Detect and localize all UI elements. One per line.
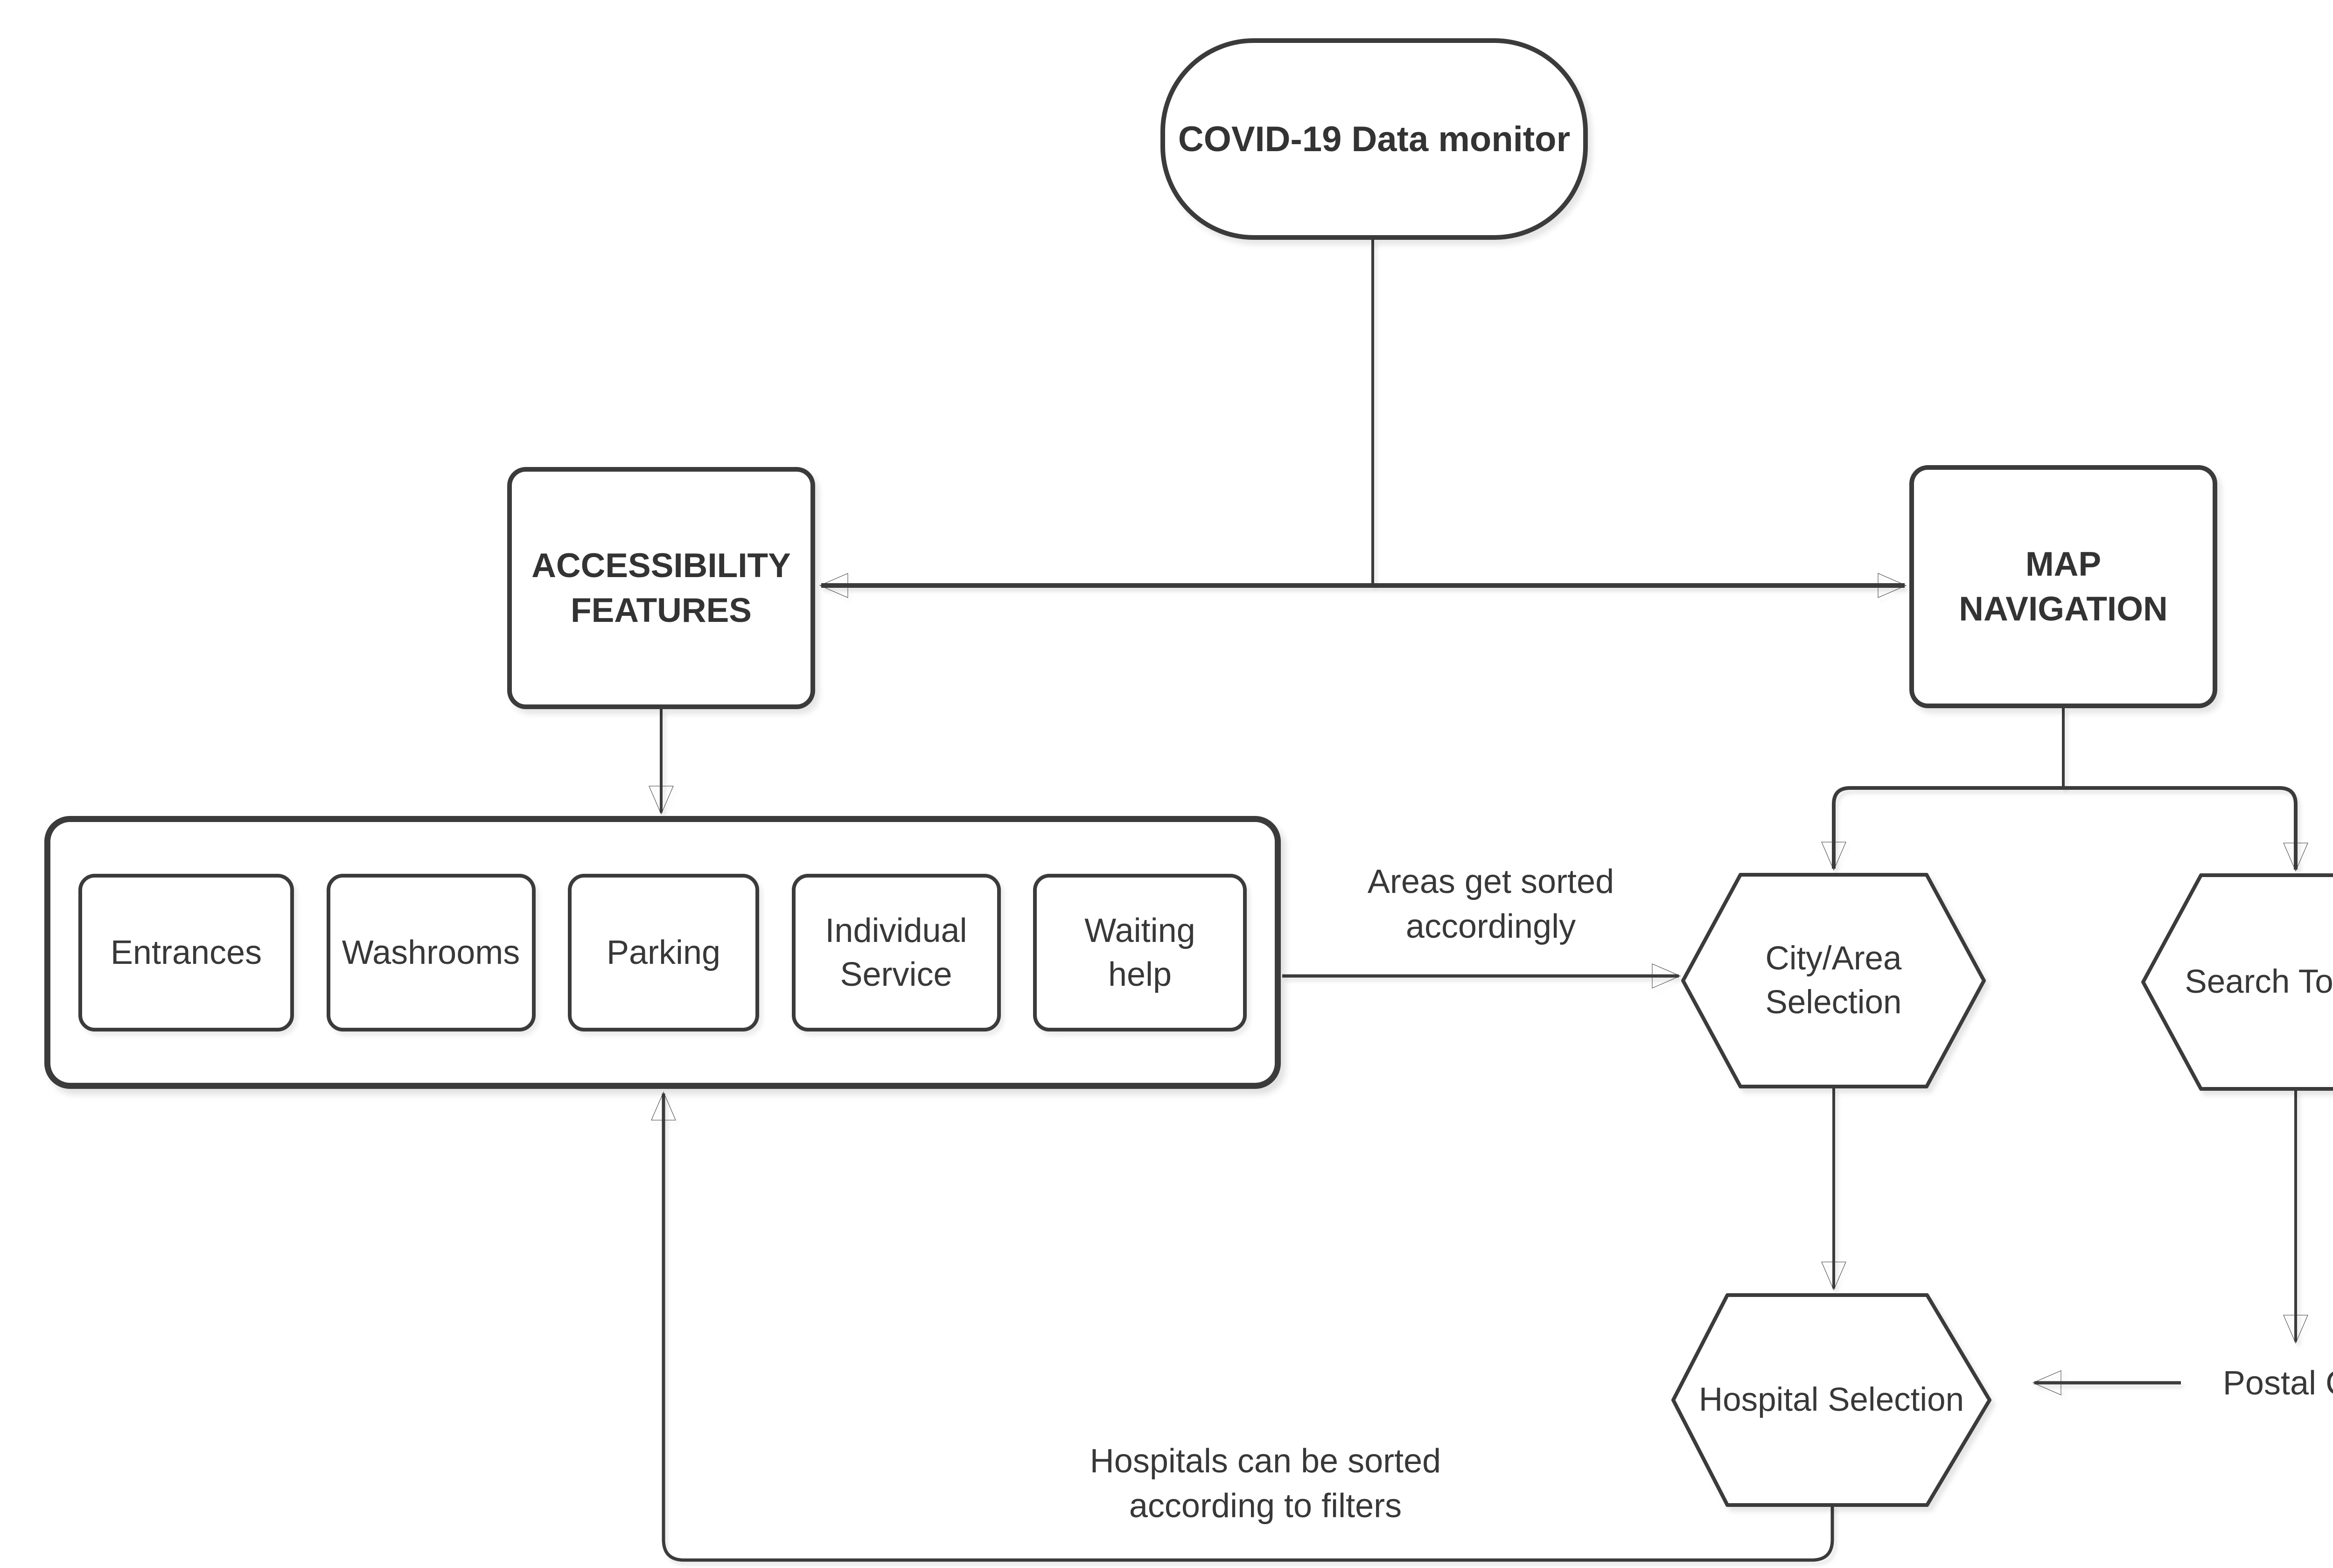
feature-box-washrooms-label: Washrooms bbox=[342, 934, 520, 971]
edge-mapnav-cityarea bbox=[1821, 786, 2063, 871]
features-container: Entrances Washrooms Parking Individual S… bbox=[44, 816, 1281, 1089]
edge-hospital-features-loop bbox=[651, 1091, 1834, 1562]
node-city-area-selection: City/Area Selection bbox=[1683, 873, 1984, 1088]
node-accessibility-features-label: ACCESSIBILITY FEATURES bbox=[531, 546, 791, 629]
feature-box-parking: Parking bbox=[568, 873, 759, 1031]
feature-box-individual-service: Individual Service bbox=[791, 873, 1001, 1031]
node-covid-data-monitor: COVID-19 Data monitor bbox=[1160, 38, 1588, 240]
node-accessibility-features: ACCESSIBILITY FEATURES bbox=[507, 467, 815, 709]
hexagon-hospital-selection-shape bbox=[1671, 1293, 1991, 1507]
node-city-area-selection-label: City/Area Selection bbox=[1765, 940, 1902, 1021]
feature-box-waiting-help-label: Waiting help bbox=[1084, 912, 1195, 993]
node-hospital-selection: Hospital Selection bbox=[1673, 1293, 1990, 1507]
node-postal-code: Postal Code bbox=[2193, 1352, 2333, 1414]
node-map-navigation-label: MAP NAVIGATION bbox=[1959, 545, 2168, 628]
node-postal-code-label: Postal Code bbox=[2222, 1365, 2333, 1402]
edge-mapnav-searchtoolbar bbox=[2063, 786, 2308, 872]
node-map-navigation: MAP NAVIGATION bbox=[1909, 465, 2217, 708]
feature-box-waiting-help: Waiting help bbox=[1033, 873, 1247, 1031]
edge-label-areas-sorted: Areas get sorted accordingly bbox=[1367, 863, 1614, 945]
node-search-toolbar-label: Search Toolbar bbox=[2185, 963, 2333, 1000]
hexagon-city-area-shape bbox=[1681, 873, 1986, 1088]
hexagon-search-toolbar-shape bbox=[2141, 873, 2333, 1091]
node-search-toolbar: Search Toolbar bbox=[2143, 873, 2333, 1091]
edge-label-hospitals-sorted: Hospitals can be sorted according to fil… bbox=[1090, 1443, 1441, 1525]
node-covid-data-monitor-label: COVID-19 Data monitor bbox=[1178, 119, 1571, 159]
feature-box-individual-service-label: Individual Service bbox=[825, 912, 967, 993]
feature-box-washrooms: Washrooms bbox=[326, 873, 536, 1031]
feature-box-entrances-label: Entrances bbox=[110, 934, 262, 971]
feature-box-entrances: Entrances bbox=[78, 873, 294, 1031]
feature-box-parking-label: Parking bbox=[606, 934, 721, 971]
node-hospital-selection-label: Hospital Selection bbox=[1698, 1381, 1964, 1418]
